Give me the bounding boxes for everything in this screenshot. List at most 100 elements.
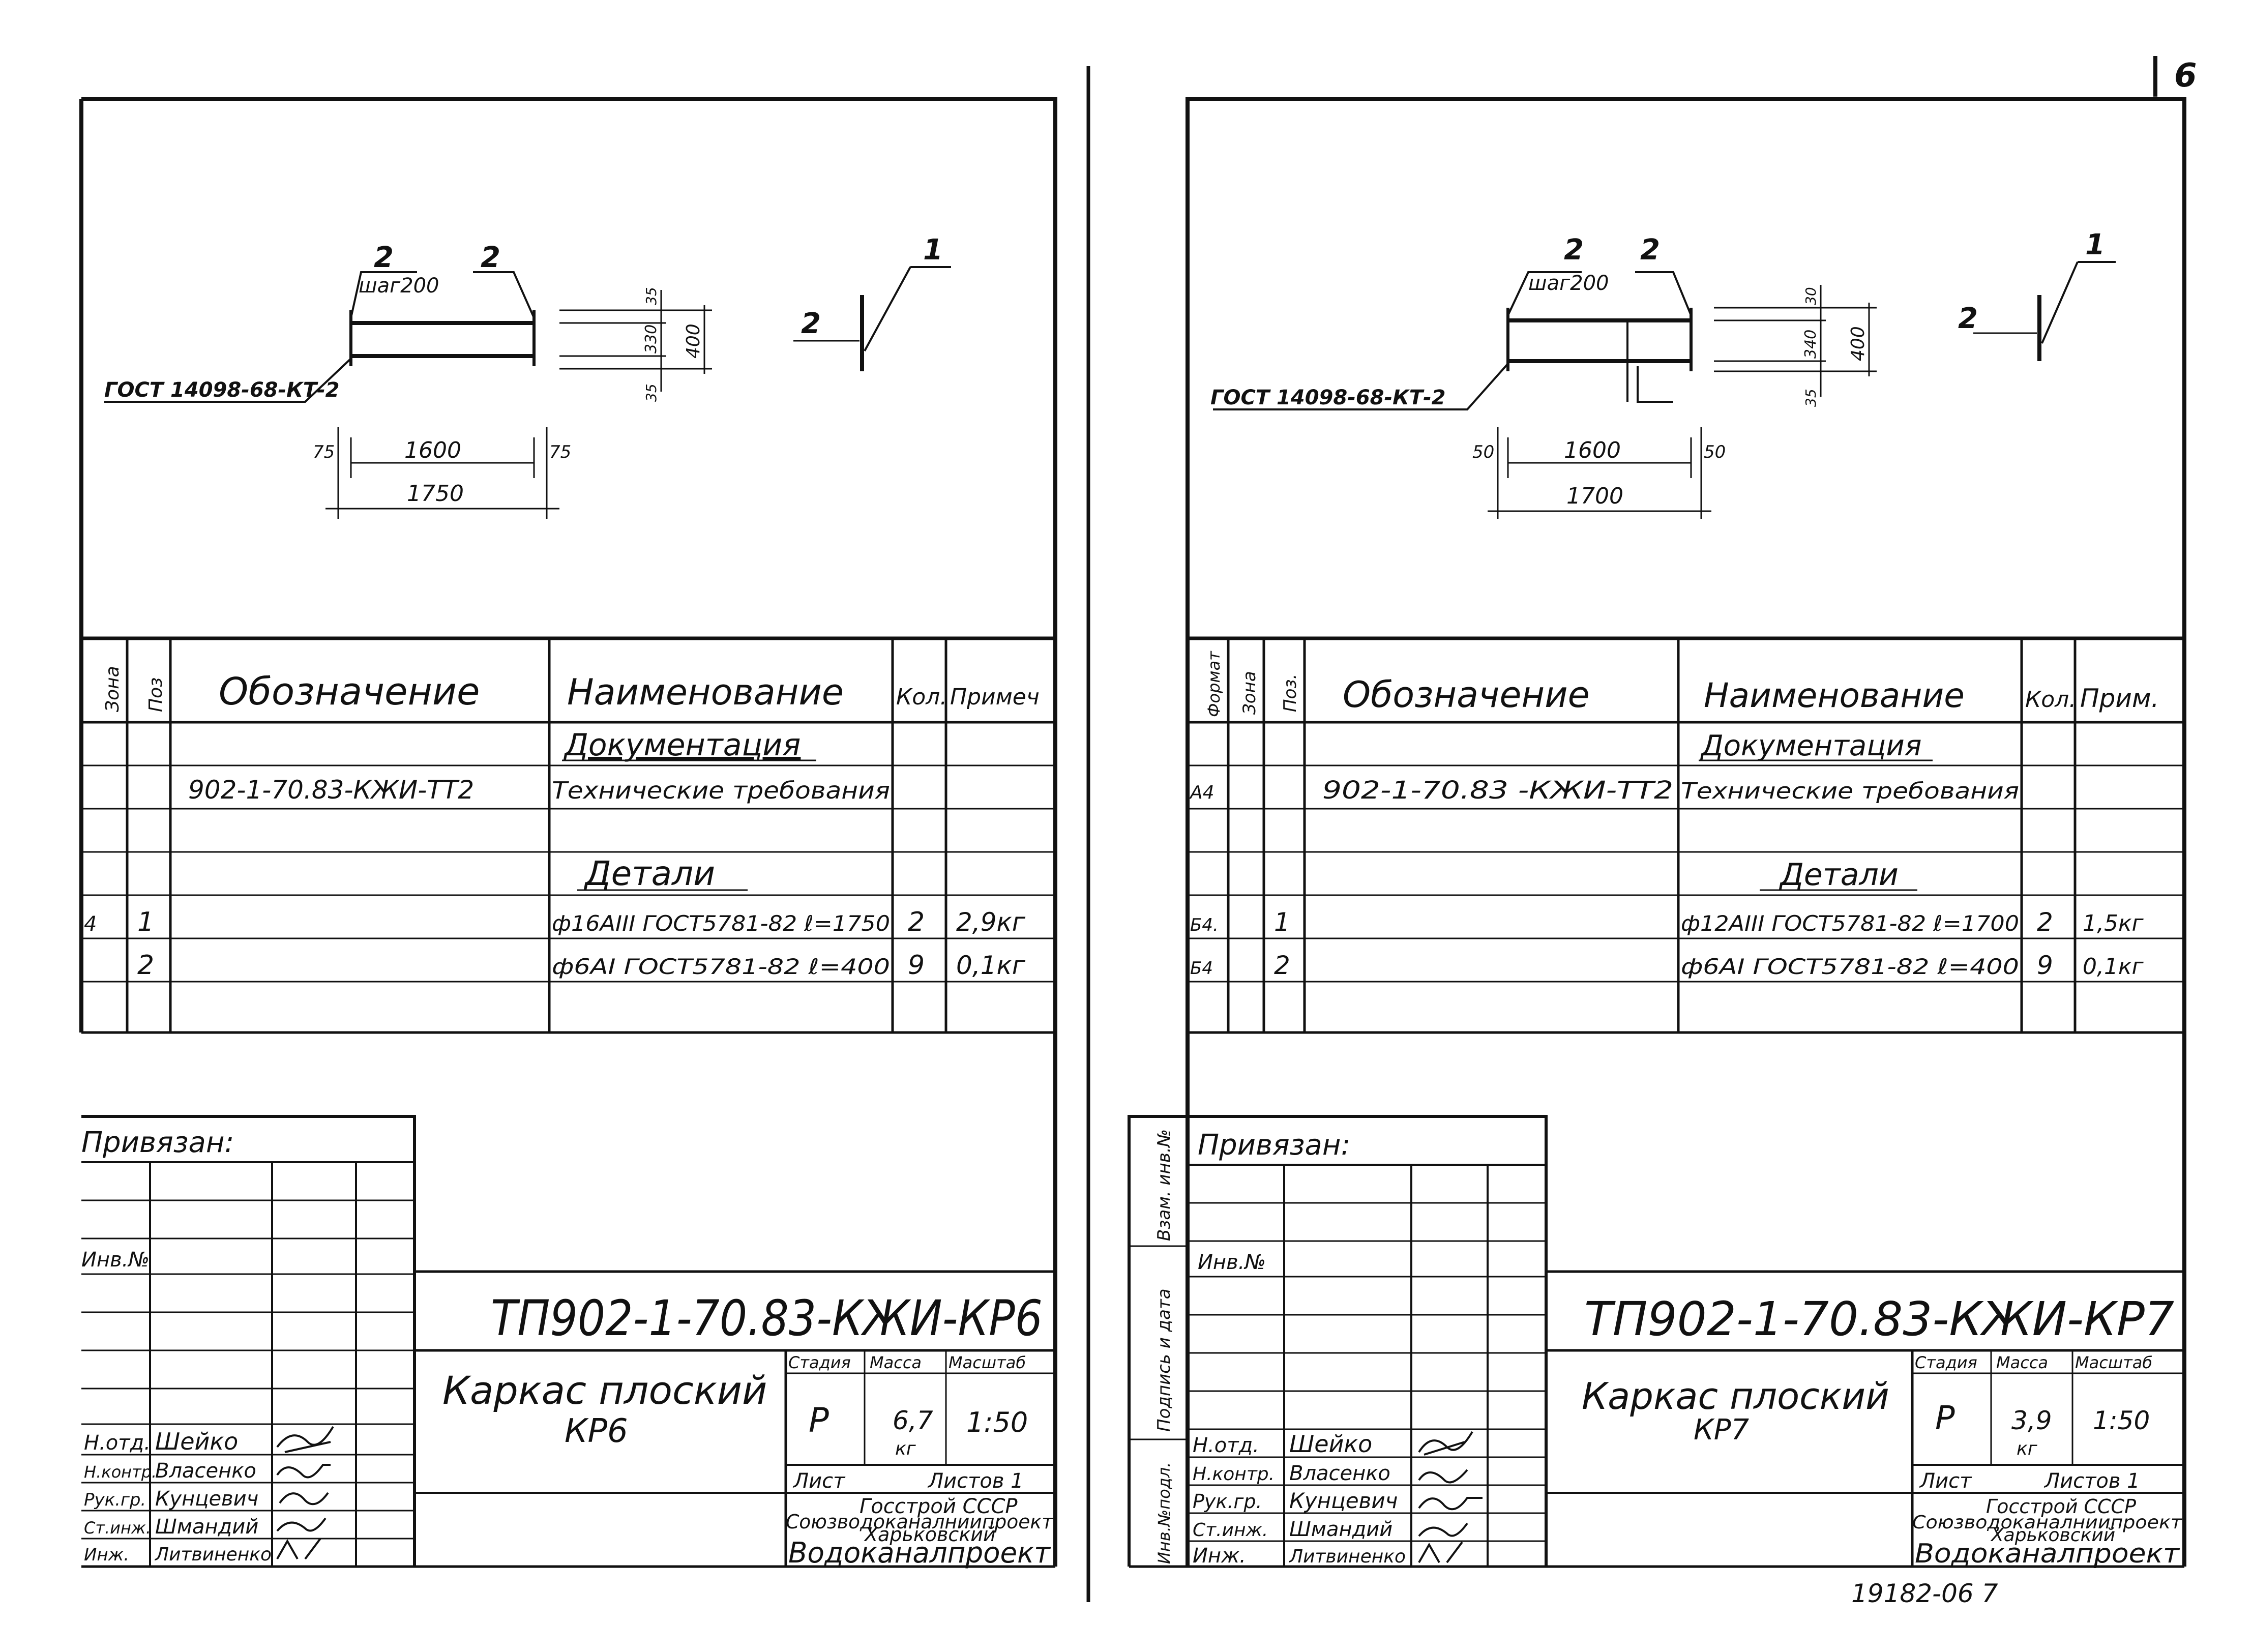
dim-end-right: 75 [549, 442, 571, 462]
sheets-label: Листов 1 [927, 1469, 1024, 1493]
person-name: Шмандий [155, 1515, 258, 1539]
scale-label: Масштаб [2075, 1353, 2152, 1372]
row-pos: 1 [1274, 907, 1290, 937]
section-details: Детали [583, 854, 715, 893]
gost-label: ГОСТ 14098-68-КТ-2 [104, 378, 340, 402]
header-qty: Кол. [2025, 687, 2076, 713]
row-designation: 902-1-70.83 -КЖИ-ТТ2 [1322, 776, 1673, 805]
person-name: Власенко [1289, 1462, 1390, 1485]
top-pos-right: 2 [1640, 233, 1660, 267]
row-format: А4 [1189, 782, 1214, 803]
person-role: Н.отд. [1193, 1434, 1259, 1457]
row-format: Б4 [1190, 958, 1213, 979]
row-name: ф12АIII ГОСТ5781-82 ℓ=1700 [1681, 911, 2019, 936]
org-line2: Союзводоканалниипроект [786, 1511, 1054, 1533]
stage-label: Стадия [1915, 1353, 1977, 1372]
person-name: Кунцевич [155, 1487, 258, 1511]
header-designation: Обозначение [219, 670, 480, 714]
mass-label: Масса [1996, 1353, 2048, 1372]
row-qty: 2 [2037, 907, 2053, 937]
sheet-label: Лист [1919, 1469, 1972, 1493]
section-documentation: Документация [1700, 729, 1921, 762]
stage-label: Стадия [788, 1353, 851, 1372]
row-name: ф6АI ГОСТ5781-82 ℓ=400 [552, 954, 890, 979]
dim-inner: 340 [1802, 330, 1820, 359]
page-number: 6 [2174, 57, 2197, 95]
org-line4: Водоканалпроект [1915, 1539, 2180, 1569]
gost-label: ГОСТ 14098-68-КТ-2 [1210, 386, 1446, 409]
dim-end-right: 50 [1704, 442, 1726, 462]
side-label-b: Подпись и дата [1154, 1288, 1174, 1432]
dim-top-small: 35 [643, 287, 660, 305]
dim-bottom-small: 35 [643, 383, 660, 402]
person-name: Литвиненко [1288, 1546, 1406, 1567]
org-line3: Харьковский [864, 1523, 996, 1546]
row-format: Б4. [1190, 915, 1219, 935]
person-role: Н.контр. [84, 1462, 157, 1482]
header-pos: Поз [145, 677, 166, 712]
row-name: Технические требования [1681, 778, 2019, 804]
row-note: 0,1кг [2083, 954, 2144, 980]
header-qty: Кол. [896, 684, 947, 710]
step-label: шаг200 [1528, 272, 1609, 295]
section-details: Детали [1779, 857, 1899, 893]
scale-value: 1:50 [966, 1406, 1028, 1438]
title-line2: КР6 [565, 1412, 628, 1450]
row-qty: 9 [908, 950, 925, 981]
person-role: Н.контр. [1193, 1464, 1275, 1485]
signature-marks [1418, 1431, 1483, 1563]
row-note: 0,1кг [956, 951, 1026, 980]
sheet-left: 2 2 шаг200 ГОСТ 14098-68-КТ-2 1600 1750 … [79, 97, 1057, 1570]
side-label-a: Взам. инв.№ [1154, 1129, 1174, 1241]
person-name: Шейко [1289, 1430, 1372, 1458]
scale-label: Масштаб [949, 1353, 1026, 1372]
org-line4: Водоканалпроект [788, 1537, 1051, 1570]
header-name: Наименование [1704, 676, 1965, 715]
header-designation: Обозначение [1343, 674, 1590, 716]
row-pos: 2 [137, 950, 154, 981]
row-qty: 2 [908, 907, 925, 937]
person-name: Кунцевич [1289, 1488, 1398, 1513]
side-label-c: Инв.№подл. [1154, 1462, 1174, 1564]
row-pos: 2 [1274, 951, 1290, 980]
person-role: Н.отд. [84, 1431, 151, 1455]
side-pos-2: 2 [801, 307, 821, 340]
header-format: Формат [1204, 651, 1224, 717]
row-note: 2,9кг [956, 907, 1026, 937]
header-pos: Поз. [1280, 674, 1300, 712]
inv-label: Инв.№ [1198, 1251, 1266, 1274]
bound-label: Привязан: [81, 1126, 234, 1159]
row-name: Технические требования [552, 777, 890, 804]
header-note: Примеч [950, 684, 1040, 710]
stage-value: Р [1935, 1400, 1955, 1437]
person-role: Рук.гр. [84, 1490, 146, 1510]
dim-bottom-small: 35 [1802, 389, 1819, 407]
spec-table-right: Формат Зона Поз. Обозначение Наименовани… [1188, 636, 2184, 1034]
bottom-note: 19182-06 7 [1851, 1579, 1998, 1608]
title-block-left: Привязан: Инв.№ Н.отд. Шейко Н.контр. Вл… [81, 1115, 1055, 1570]
inv-label: Инв.№ [81, 1248, 150, 1272]
person-name: Шмандий [1289, 1518, 1392, 1541]
dim-total: 1700 [1566, 483, 1623, 509]
person-role: Инж. [1193, 1544, 1246, 1568]
row-pos: 1 [137, 907, 154, 937]
side-pos-1: 1 [923, 233, 943, 267]
row-note: 1,5кг [2083, 910, 2144, 936]
dim-top-small: 30 [1802, 287, 1819, 305]
signature-marks [276, 1426, 334, 1560]
sheet-right: 2 2 шаг200 ГОСТ 14098-68-КТ-2 1600 1700 … [1128, 97, 2186, 1608]
mass-unit: кг [895, 1438, 916, 1459]
bound-label: Привязан: [1198, 1129, 1350, 1162]
step-label: шаг200 [359, 274, 439, 298]
header-zone: Зона [1239, 671, 1260, 715]
person-role: Ст.инж. [84, 1518, 151, 1538]
row-designation: 902-1-70.83-КЖИ-ТТ2 [188, 775, 474, 805]
mass-value: 3,9 [2011, 1406, 2052, 1435]
dim-1600: 1600 [1564, 437, 1621, 463]
top-pos-left: 2 [374, 241, 394, 274]
document-code: ТП902-1-70.83-КЖИ-КР6 [491, 1290, 1043, 1347]
document-code: ТП902-1-70.83-КЖИ-КР7 [1584, 1292, 2174, 1346]
top-pos-left: 2 [1564, 233, 1584, 267]
side-pos-2: 2 [1958, 302, 1978, 335]
